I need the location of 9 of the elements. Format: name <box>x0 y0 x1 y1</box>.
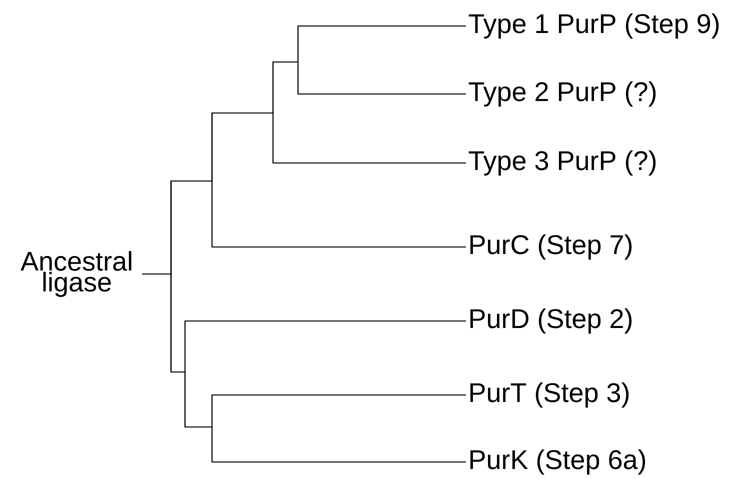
leaf-label: PurK (Step 6a) <box>470 449 646 475</box>
leaf-label: Type 3 PurP (?) <box>468 150 656 176</box>
root-label: Ancestral ligase <box>20 251 132 297</box>
leaf-label: PurT (Step 3) <box>470 382 629 408</box>
leaf-label: Type 2 PurP (?) <box>468 81 656 107</box>
leaf-label: PurD (Step 2) <box>470 308 632 334</box>
tree-branch <box>142 273 466 463</box>
leaf-label: Type 1 PurP (Step 9) <box>468 13 719 39</box>
leaf-label: PurC (Step 7) <box>470 234 632 260</box>
